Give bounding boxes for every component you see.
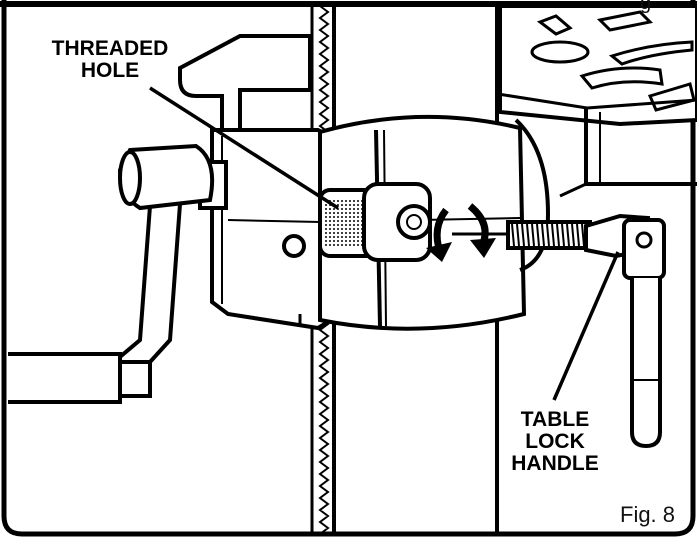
lock-handle-screw — [452, 220, 592, 250]
table-lock-handle-label: TABLE LOCK HANDLE — [500, 409, 610, 475]
threaded-hole-leader — [149, 86, 339, 210]
screw-thread-line — [511, 223, 515, 247]
table-lock-handle-label-line-1: TABLE — [520, 408, 590, 431]
screw-thread-line — [546, 223, 550, 247]
screw-thread-line — [576, 223, 580, 247]
table-lock-handle-label-line-2: LOCK — [525, 430, 585, 453]
threaded-hole-label-line-2: HOLE — [80, 59, 140, 82]
screw-thread-line — [516, 223, 520, 247]
table-lock-handle-leader — [552, 251, 620, 401]
rotation-arrows — [426, 203, 496, 262]
screw-thread-line — [581, 223, 585, 247]
screw-thread-line — [536, 223, 540, 247]
screw-thread-line — [556, 223, 560, 247]
table-arm — [559, 108, 697, 198]
screw-thread-line — [521, 223, 525, 247]
screw-thread-line — [541, 223, 545, 247]
threaded-hole-label-line-1: THREADED — [51, 37, 169, 60]
screw-thread-line — [561, 223, 565, 247]
threaded-boss — [318, 182, 432, 262]
cropped-corner-text: g — [640, 0, 652, 14]
figure-number: Fig. 8 — [618, 502, 678, 528]
crank-handle — [8, 143, 228, 404]
screw-thread-line — [551, 223, 555, 247]
screw-thread-line — [566, 223, 570, 247]
screw-thread-line — [531, 223, 535, 247]
table-lock-handle-part — [584, 213, 666, 449]
screw-thread-line — [526, 223, 530, 247]
threaded-hole-label: THREADED HOLE — [36, 38, 184, 82]
table-lock-handle-label-line-3: HANDLE — [511, 452, 599, 475]
screw-thread-line — [571, 223, 575, 247]
